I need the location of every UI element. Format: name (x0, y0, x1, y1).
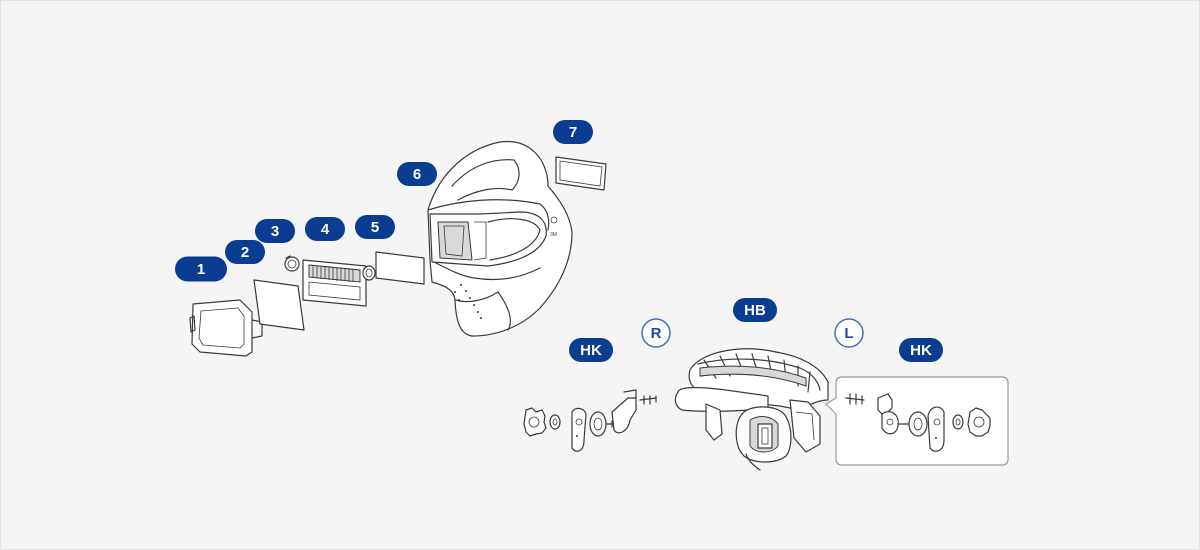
callout-6[interactable]: 6 (397, 162, 437, 186)
part-2-protective-plate[interactable] (253, 279, 305, 331)
knob-icon (523, 407, 547, 437)
callout-1-badge (175, 256, 227, 282)
callout-2-badge (225, 240, 265, 264)
callout-4[interactable]: 4 (305, 217, 345, 241)
callout-5[interactable]: 5 (355, 215, 395, 239)
callout-6-badge (397, 162, 437, 186)
callout-5-label: 5 (371, 219, 379, 236)
side-marker-left-label: L (844, 325, 853, 342)
side-marker-left: L (834, 318, 864, 348)
callout-4-label: 4 (321, 221, 330, 238)
callout-7-label: 7 (569, 124, 577, 141)
callout-2-label: 2 (241, 244, 249, 261)
part-5-inside-cover-lens[interactable] (375, 251, 425, 285)
callout-3-badge (255, 219, 295, 243)
side-marker-right-label: R (651, 325, 662, 342)
side-marker-right: R (641, 318, 671, 348)
part-6-helmet-shell[interactable]: 3M (427, 140, 573, 337)
callout-2[interactable]: 2 (225, 240, 265, 264)
callout-hk-left-label: HK (910, 342, 932, 359)
callout-4-badge (305, 217, 345, 241)
callout-hb-label: HB (744, 302, 766, 319)
callout-3-label: 3 (271, 223, 279, 240)
right-hardware-kit[interactable] (523, 389, 657, 452)
part-5-retaining-ring[interactable] (362, 265, 376, 281)
callout-hk-left-badge (899, 338, 943, 362)
callout-hk-right[interactable]: HK (569, 338, 613, 362)
callout-3[interactable]: 3 (255, 219, 295, 243)
callout-7-badge (553, 120, 593, 144)
knob-icon (967, 407, 991, 437)
part-3-knob[interactable] (284, 255, 300, 272)
svg-text:3M: 3M (550, 232, 557, 238)
left-hardware-kit[interactable] (845, 393, 991, 452)
callout-hb[interactable]: HB (733, 298, 777, 322)
callout-hb-badge (733, 298, 777, 322)
callout-5-badge (355, 215, 395, 239)
callout-6-label: 6 (413, 166, 421, 183)
callout-hk-right-badge (569, 338, 613, 362)
part-7-spare-lens[interactable] (555, 156, 607, 191)
part-4-filter-cartridge[interactable] (302, 259, 367, 307)
headband-assembly[interactable] (674, 348, 829, 471)
part-1-outer-lens-frame[interactable] (189, 299, 263, 357)
callout-7[interactable]: 7 (553, 120, 593, 144)
callout-1[interactable]: 1 (175, 256, 227, 282)
callout-1-label: 1 (197, 261, 205, 278)
callout-hk-right-label: HK (580, 342, 602, 359)
callout-hk-left[interactable]: HK (899, 338, 943, 362)
